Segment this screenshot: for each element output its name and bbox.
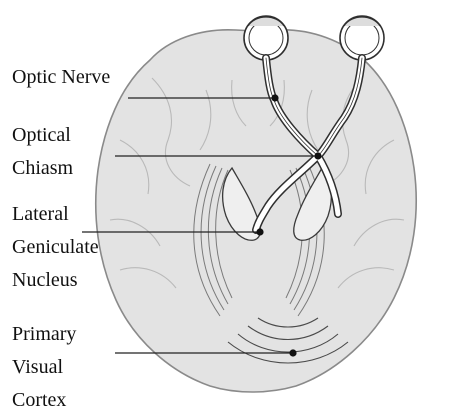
lgn-line-1: Lateral: [12, 198, 99, 231]
brain-outline: [96, 30, 416, 392]
optic-nerve-label: Optic Nerve: [12, 61, 110, 94]
lgn-line-3: Nucleus: [12, 264, 99, 297]
lgn-dot: [256, 228, 263, 235]
left-eye: [244, 16, 288, 60]
optical-chiasm-label: Optical Chiasm: [12, 119, 73, 185]
visual-cortex-dot: [289, 349, 296, 356]
lgn-label: Lateral Geniculate Nucleus: [12, 198, 99, 297]
optical-chiasm-dot: [314, 152, 321, 159]
optical-chiasm-line-1: Optical: [12, 119, 73, 152]
optic-nerve-dot: [271, 94, 278, 101]
visual-cortex-line-2: Visual: [12, 351, 76, 384]
visual-cortex-label: Primary Visual Cortex: [12, 318, 76, 417]
lgn-line-2: Geniculate: [12, 231, 99, 264]
visual-cortex-line-3: Cortex: [12, 384, 76, 417]
optical-chiasm-line-2: Chiasm: [12, 152, 73, 185]
right-eye: [340, 16, 384, 60]
optic-nerve-line-1: Optic Nerve: [12, 61, 110, 94]
visual-cortex-line-1: Primary: [12, 318, 76, 351]
